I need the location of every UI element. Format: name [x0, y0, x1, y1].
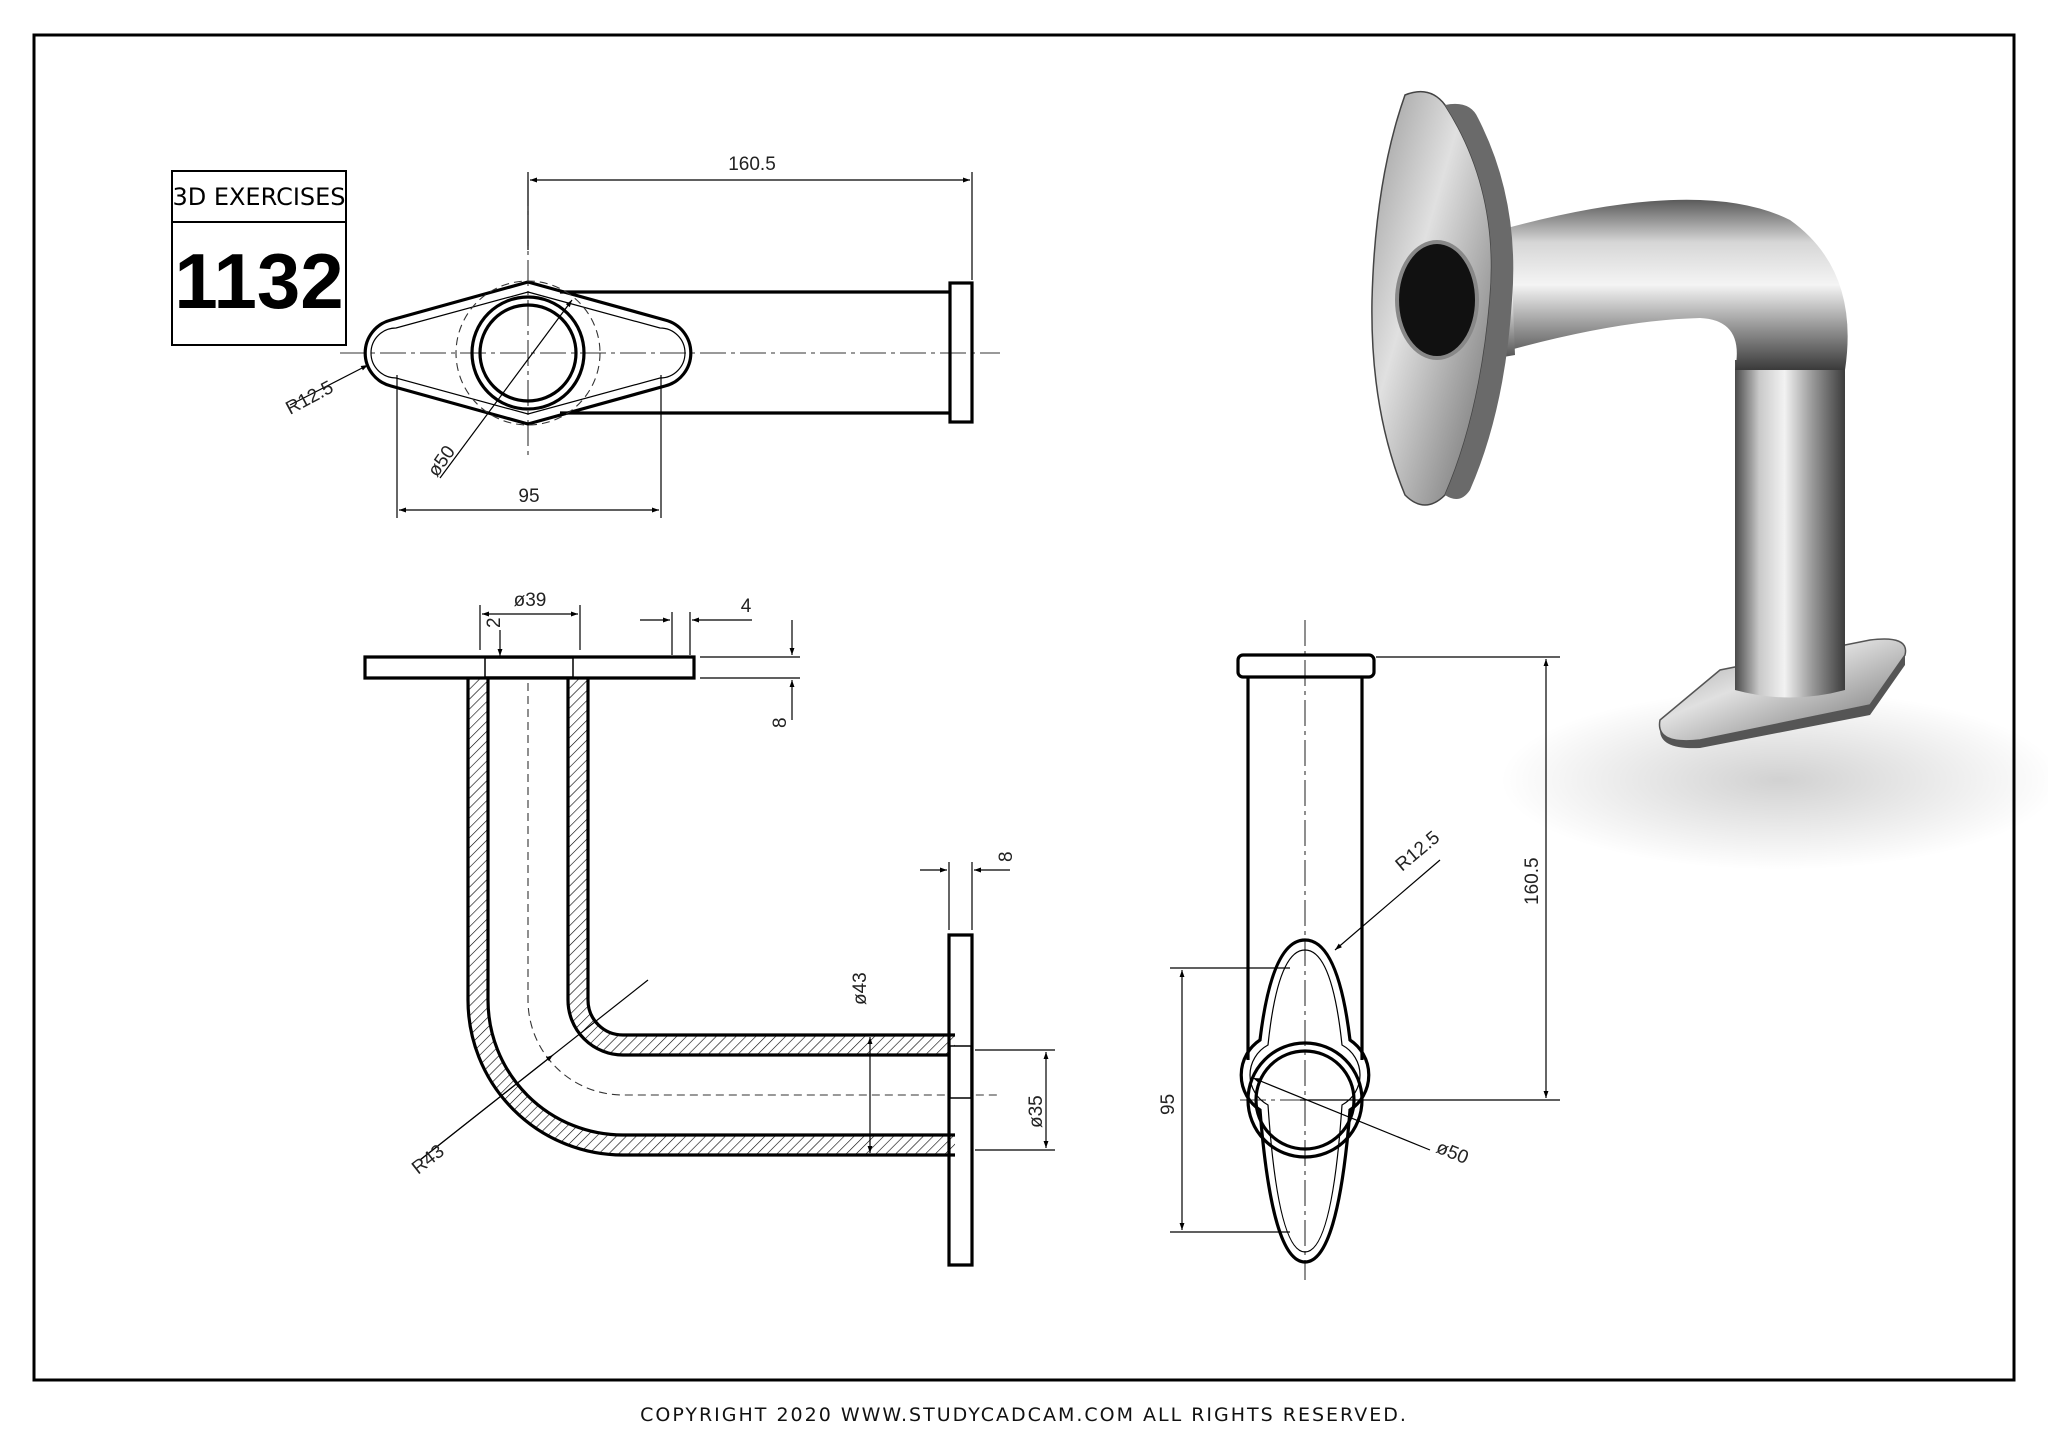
top-view: 160.5 95 R12.5 ø50 — [282, 154, 1000, 518]
section-dim-right-flange-thickness: 8 — [996, 851, 1017, 862]
title-label: 3D EXERCISES — [172, 183, 345, 211]
copyright-text: COPYRIGHT 2020 WWW.STUDYCADCAM.COM ALL R… — [640, 1404, 1408, 1426]
side-dim-height: 160.5 — [1522, 857, 1543, 905]
section-view: ø39 4 2 8 8 ø43 ø35 R43 — [363, 590, 1055, 1267]
section-dim-flange-offset: 4 — [741, 596, 752, 617]
exercise-number: 1132 — [174, 237, 343, 325]
title-block: 3D EXERCISES 1132 — [171, 170, 347, 346]
top-flange-outline — [363, 280, 693, 426]
side-dim-radius: R12.5 — [1392, 827, 1444, 876]
top-dim-radius: R12.5 — [282, 377, 337, 419]
side-flange-outline — [1239, 938, 1371, 1264]
top-dim-length: 160.5 — [728, 154, 776, 175]
section-dim-outer-dia: ø43 — [850, 972, 871, 1005]
side-view: 160.5 95 R12.5 ø50 — [1158, 620, 1560, 1280]
title-block-frame — [171, 170, 347, 346]
section-dim-bend-radius: R43 — [408, 1141, 448, 1179]
top-bore — [470, 295, 586, 411]
side-dim-width: 95 — [1158, 1094, 1179, 1115]
section-dim-bore-dia: ø35 — [1026, 1095, 1047, 1128]
section-dim-inner-dia: ø39 — [514, 590, 547, 611]
sheet-border — [32, 33, 2016, 1382]
isometric-render — [1371, 90, 2048, 870]
side-dim-diameter: ø50 — [1433, 1137, 1471, 1169]
section-dim-flange-thickness: 8 — [770, 717, 791, 728]
top-dim-diameter: ø50 — [424, 442, 460, 481]
top-dim-width: 95 — [518, 486, 539, 507]
section-dim-wall: 2 — [484, 617, 505, 628]
